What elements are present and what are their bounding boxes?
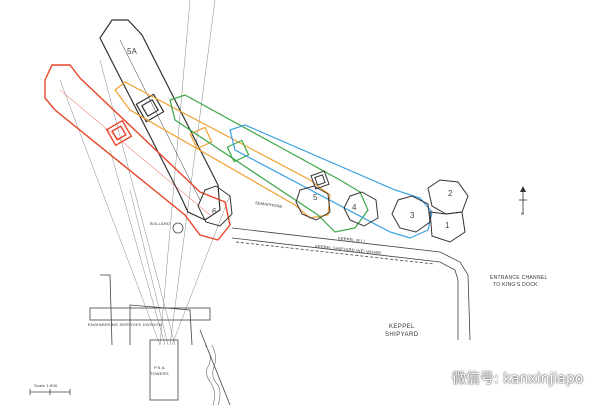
- entrance-channel-label: ENTRANCE CHANNEL: [490, 275, 548, 281]
- berth-label-3: 3: [410, 211, 415, 220]
- scale-bar: [29, 389, 71, 395]
- berth-label-5a: 5A: [127, 47, 137, 56]
- berth-label-6: 6: [212, 207, 217, 216]
- shoreline: [204, 344, 221, 405]
- ship-outline-blue: [229, 124, 433, 239]
- wharf: [89, 222, 471, 405]
- kings-dock-label: TO KING'S DOCK: [493, 282, 538, 288]
- ship-outline-green: [169, 94, 369, 233]
- ship-outline-5a: [99, 19, 221, 221]
- berth-label-5: 5: [313, 193, 318, 202]
- shipyard-label: SHIPYARD: [385, 332, 419, 338]
- berth-label-4: 4: [352, 203, 357, 212]
- survey-lines: [59, 0, 231, 346]
- berth-label-2: 2: [448, 189, 453, 198]
- keppel-label: KEPPEL: [389, 324, 415, 330]
- scale-label: Scale 1:500: [34, 383, 58, 388]
- wechat-logo-icon: [424, 369, 445, 386]
- ship-outline-red: [44, 64, 231, 241]
- psa-label: P.S.A: [154, 365, 165, 370]
- berth-label-1: 1: [445, 221, 450, 230]
- engineering-division-label: ENGINEERING SERVICES DIVISION: [88, 322, 162, 327]
- berth-blocks: [197, 170, 469, 243]
- watermark-text: 微信号: kanxinjiapo: [452, 371, 584, 387]
- north-label: N: [521, 211, 525, 216]
- bollard-label: BOLLARD: [150, 221, 171, 226]
- wechat-watermark: 微信号: kanxinjiapo: [424, 367, 600, 389]
- towers-label: TOWERS: [150, 371, 169, 376]
- north-arrow-icon: [519, 186, 527, 214]
